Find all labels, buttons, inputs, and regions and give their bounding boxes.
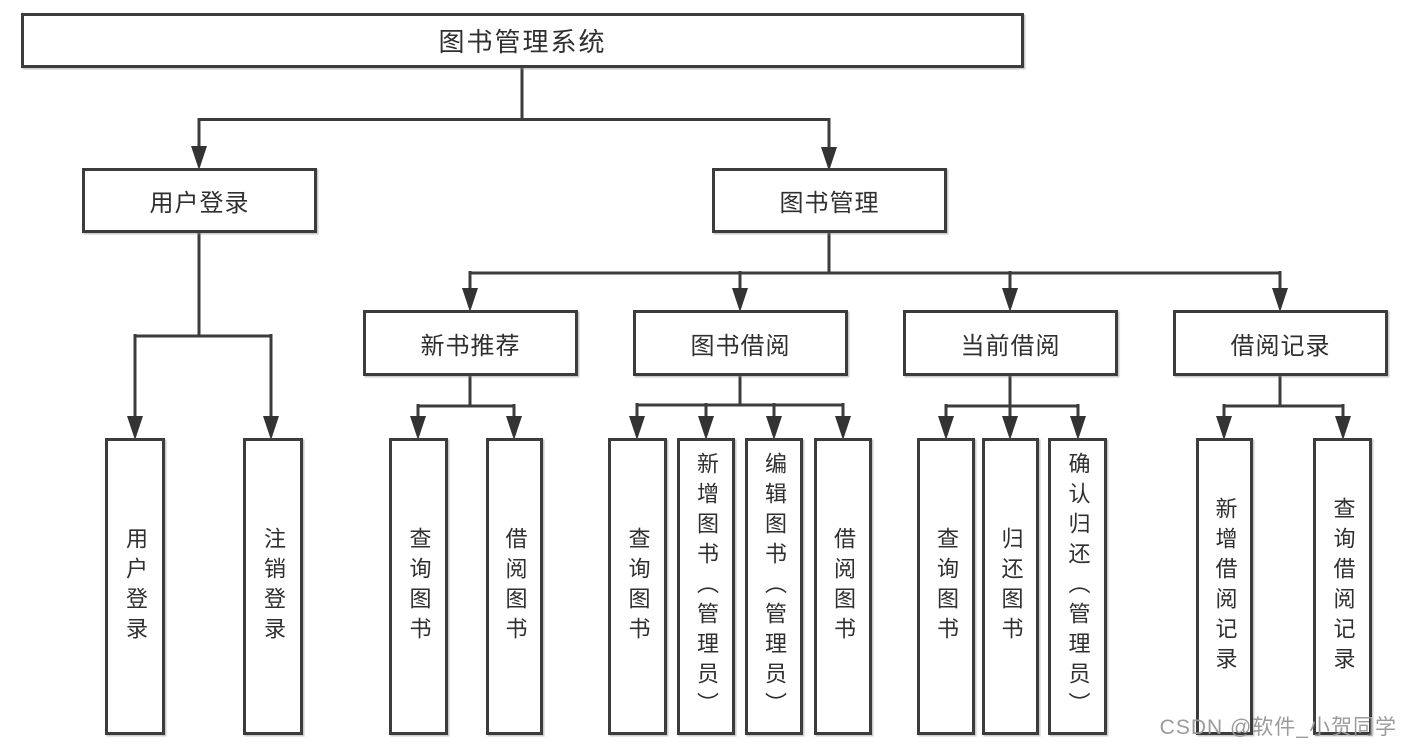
leaf-edit-book-admin-label: 编辑图书（管理员）	[762, 451, 787, 722]
leaf-return-books: 归还图书	[982, 438, 1039, 735]
leaf-confirm-return-admin: 确认归还（管理员）	[1048, 438, 1107, 735]
node-user-login-label: 用户登录	[149, 190, 250, 217]
node-book-borrow: 图书借阅	[633, 310, 848, 376]
leaf-borrow-books-label: 借阅图书	[831, 526, 856, 647]
leaf-newbook-query-books: 查询图书	[389, 438, 448, 735]
node-book-management-label: 图书管理	[779, 190, 880, 217]
node-borrow-records: 借阅记录	[1173, 310, 1388, 376]
leaf-newbook-borrow-books: 借阅图书	[486, 438, 543, 735]
csdn-watermark: CSDN @软件_小贺同学	[1159, 716, 1397, 739]
leaf-current-query-books-label: 查询图书	[934, 526, 959, 647]
leaf-logout: 注销登录	[243, 438, 303, 735]
leaf-add-book-admin-label: 新增图书（管理员）	[694, 451, 719, 722]
leaf-newbook-query-books-label: 查询图书	[406, 526, 432, 647]
leaf-borrow-query-books: 查询图书	[608, 438, 667, 735]
leaf-current-query-books: 查询图书	[917, 438, 975, 735]
node-current-borrow-label: 当前借阅	[960, 332, 1061, 360]
node-new-book-recommend: 新书推荐	[363, 310, 578, 376]
leaf-add-borrow-record-label: 新增借阅记录	[1212, 496, 1238, 677]
leaf-borrow-query-books-label: 查询图书	[625, 526, 651, 647]
node-book-borrow-label: 图书借阅	[690, 332, 791, 360]
leaf-return-books-label: 归还图书	[998, 526, 1024, 647]
node-root-system: 图书管理系统	[21, 13, 1024, 68]
leaf-user-login-label: 用户登录	[123, 526, 148, 647]
leaf-user-login: 用户登录	[105, 438, 165, 735]
leaf-borrow-books: 借阅图书	[814, 438, 872, 735]
node-user-login: 用户登录	[82, 168, 317, 233]
leaf-confirm-return-admin-label: 确认归还（管理员）	[1065, 451, 1091, 722]
leaf-add-book-admin: 新增图书（管理员）	[677, 438, 735, 735]
leaf-add-borrow-record: 新增借阅记录	[1196, 438, 1253, 735]
leaf-logout-label: 注销登录	[261, 526, 286, 647]
node-new-book-recommend-label: 新书推荐	[420, 332, 521, 360]
leaf-query-borrow-record-label: 查询借阅记录	[1330, 496, 1356, 677]
node-borrow-records-label: 借阅记录	[1230, 332, 1331, 360]
node-book-management: 图书管理	[712, 168, 947, 233]
leaf-newbook-borrow-books-label: 借阅图书	[502, 526, 528, 647]
leaf-edit-book-admin: 编辑图书（管理员）	[745, 438, 803, 735]
node-root-system-label: 图书管理系统	[438, 27, 607, 57]
leaf-query-borrow-record: 查询借阅记录	[1313, 438, 1372, 735]
node-current-borrow: 当前借阅	[903, 310, 1118, 376]
